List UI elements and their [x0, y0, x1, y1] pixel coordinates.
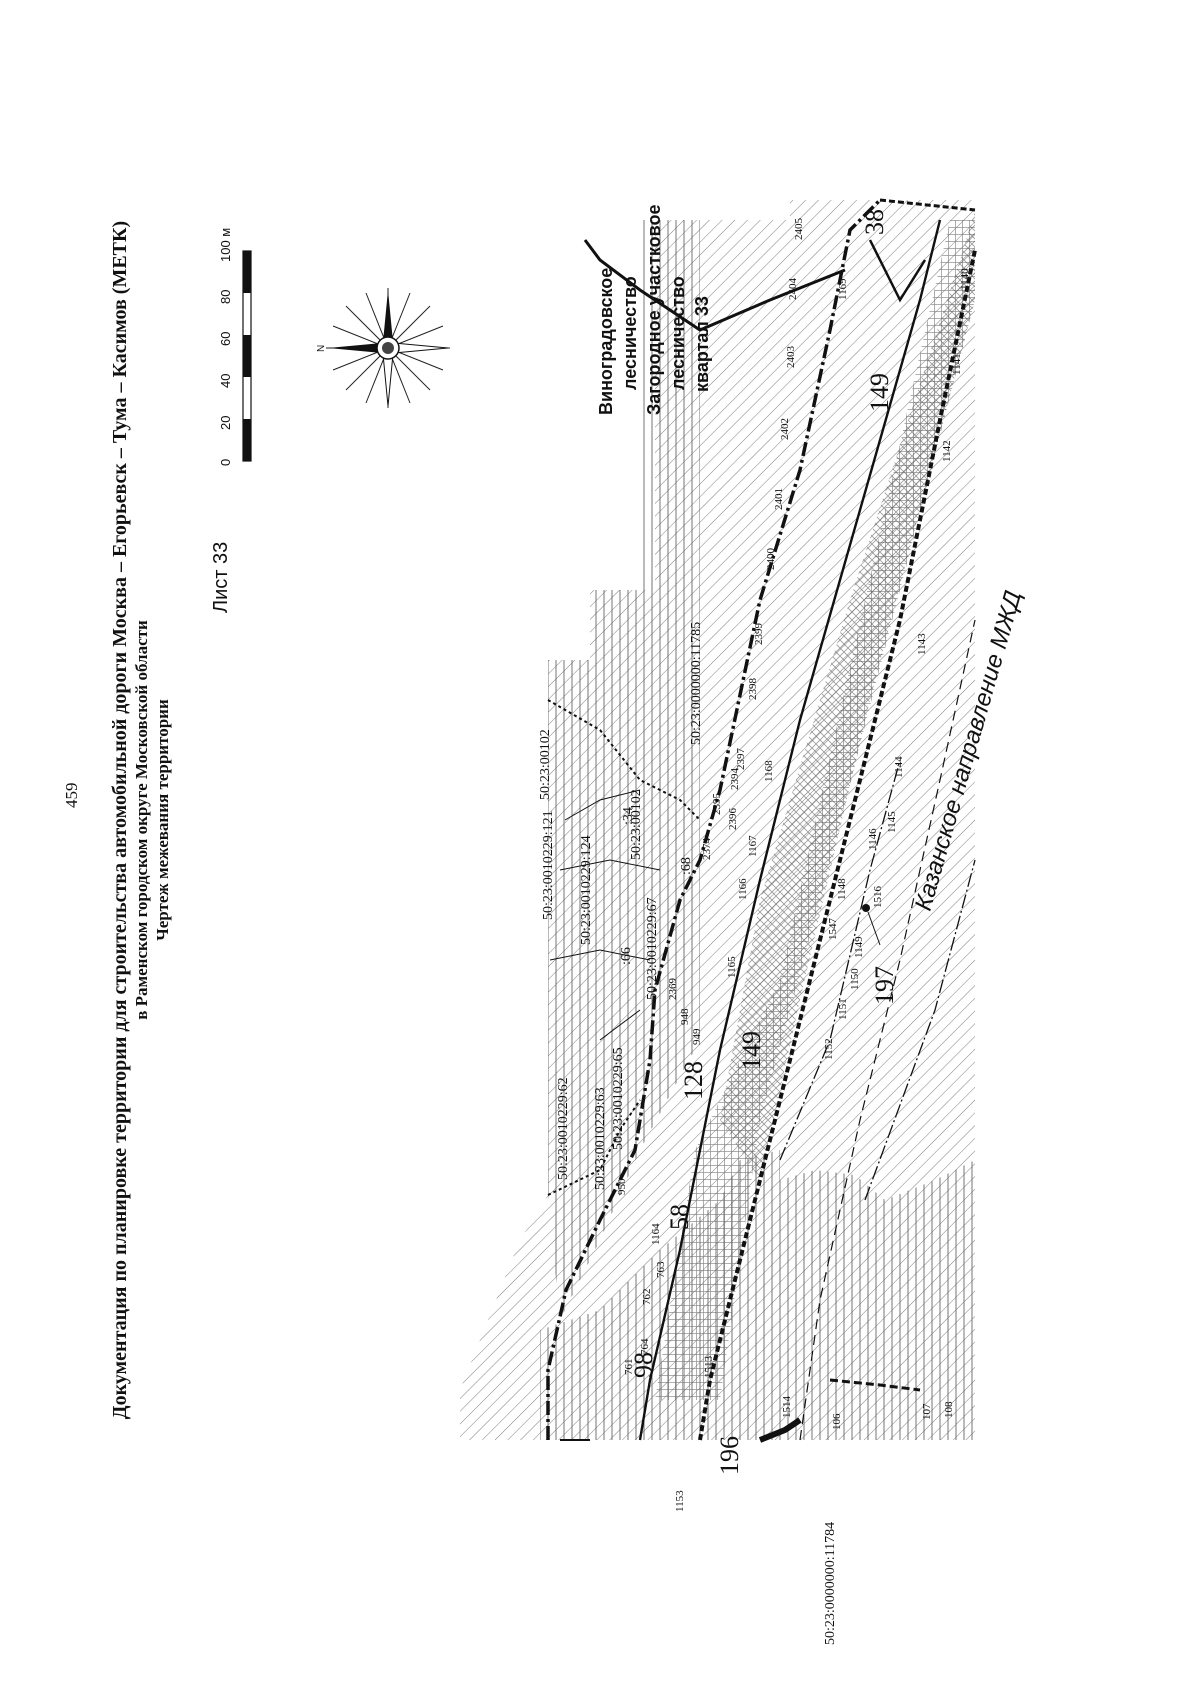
point-number: 1145	[886, 811, 898, 833]
point-number: 1165	[726, 956, 738, 978]
zone-number: 98	[629, 1352, 658, 1378]
scale-tick-60: 60	[218, 332, 233, 346]
zone-number: 149	[737, 1031, 766, 1070]
point-number: 1140	[959, 268, 971, 290]
cadastral-number: 50:23:0000000:11785	[689, 622, 704, 745]
point-number: 2401	[773, 488, 785, 510]
point-number: 1516	[872, 886, 884, 909]
point-number: 764	[639, 1338, 651, 1355]
cadastral-number: 50:23:00102	[538, 729, 553, 800]
cadastral-number: :66	[619, 947, 634, 965]
point-number: 1513	[703, 1356, 715, 1379]
zone-number: 197	[870, 966, 899, 1005]
point-number: 2374	[701, 838, 713, 861]
scale-tick-0: 0	[218, 459, 233, 466]
point-number: 1153	[674, 1490, 686, 1512]
point-number: 1514	[781, 1396, 793, 1419]
point-number: 108	[943, 1401, 955, 1418]
point-number: 1166	[737, 878, 749, 900]
point-number: 1150	[849, 968, 861, 990]
forestry-line-3: Загородное участковое	[644, 205, 664, 416]
cadastral-number: 50:23:0010229:67	[645, 897, 660, 1000]
point-number: 2396	[727, 808, 739, 831]
scale-tick-20: 20	[218, 416, 233, 430]
landmark-marker	[862, 904, 870, 912]
point-number: 763	[655, 1261, 667, 1278]
hatched-areas	[460, 200, 975, 1440]
point-number: 1143	[916, 633, 928, 655]
scale-tick-80: 80	[218, 290, 233, 304]
point-number: 1144	[893, 756, 905, 778]
scale-bar: 0 20 40 60 80 100 м	[218, 228, 252, 466]
point-number: 1547	[827, 918, 839, 941]
forestry-line-4: лесничество	[668, 276, 688, 390]
point-number: 1146	[867, 828, 879, 850]
point-number: 1152	[823, 1038, 835, 1060]
cadastral-number: :68	[679, 857, 694, 875]
cadastral-number: 50:23:0000000:11784	[823, 1522, 838, 1645]
cadastral-number: 50:23:00102	[629, 789, 644, 860]
point-number: 2400	[765, 548, 777, 571]
cadastral-number: :34	[621, 807, 636, 825]
point-number: 1148	[836, 878, 848, 900]
point-number: 761	[623, 1359, 635, 1376]
compass-north-label: N	[316, 345, 327, 352]
point-number: 950	[616, 1178, 628, 1195]
zone-numbers: 38 149 149 197 128 58 98 196	[629, 209, 899, 1475]
parcel-boundaries	[546, 198, 977, 1443]
point-number: 1149	[853, 936, 865, 958]
zone-number: 196	[715, 1436, 744, 1475]
cadastral-number: 50:23:0010229:65	[611, 1047, 626, 1150]
zone-number: 58	[665, 1204, 694, 1230]
cadastral-numbers: 50:23:0010229:121 50:23:0010229:124 50:2…	[538, 622, 838, 1645]
point-number: 1142	[941, 440, 953, 462]
cadastral-number: 50:23:0010229:63	[593, 1087, 608, 1190]
cadastral-number: 50:23:0010229:62	[556, 1077, 571, 1180]
point-number: 2398	[747, 678, 759, 701]
point-number: 1151	[837, 998, 849, 1020]
point-number: 1164	[650, 1223, 662, 1245]
point-number: 1141	[951, 353, 963, 375]
compass-rose-icon: N	[316, 288, 450, 408]
zone-number: 149	[865, 373, 894, 412]
point-number: 948	[679, 1008, 691, 1025]
forestry-line-5: квартал 33	[692, 296, 712, 392]
point-number: 2369	[667, 978, 679, 1001]
point-numbers: 2405 2404 2403 2402 2401 2400 2399 2398 …	[616, 218, 971, 1513]
cadastral-number: 50:23:0010229:124	[579, 835, 594, 945]
point-number: 107	[921, 1403, 933, 1420]
forestry-line-1: Виноградовское	[596, 268, 616, 415]
railway-strip	[779, 759, 976, 1201]
point-number: 2403	[785, 346, 797, 369]
point-number: 949	[691, 1028, 703, 1045]
forestry-label: Виноградовское лесничество Загородное уч…	[596, 205, 712, 416]
point-number: 2394	[729, 768, 741, 791]
point-number: 1167	[747, 835, 759, 857]
cadastral-number: 50:23:0010229:121	[541, 810, 556, 920]
point-number: 1168	[763, 760, 775, 782]
point-number: 762	[641, 1289, 653, 1306]
point-number: 2399	[753, 623, 765, 646]
zone-number: 38	[860, 209, 889, 235]
scale-tick-40: 40	[218, 374, 233, 388]
point-number: 2395	[711, 793, 723, 816]
point-number: 106	[831, 1413, 843, 1430]
point-number: 2404	[787, 278, 799, 301]
point-number: 2405	[793, 218, 805, 241]
zone-number: 128	[679, 1061, 708, 1100]
point-number: 1169	[837, 278, 849, 300]
point-number: 2402	[779, 418, 791, 440]
scale-tick-100: 100 м	[218, 228, 233, 262]
point-number: 2397	[735, 748, 747, 771]
forestry-line-2: лесничество	[620, 276, 640, 390]
